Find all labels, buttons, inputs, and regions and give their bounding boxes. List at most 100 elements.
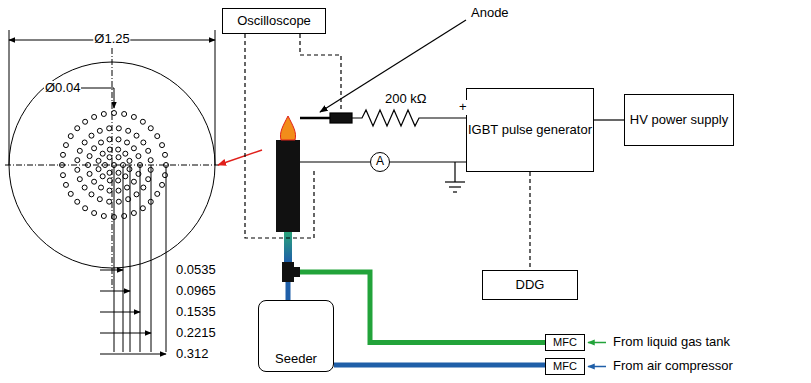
- ground-symbol: [445, 181, 465, 182]
- hole: [112, 111, 117, 116]
- ground-wire: [300, 161, 370, 162]
- hole: [127, 167, 132, 172]
- hole: [101, 214, 106, 219]
- hole: [68, 191, 73, 196]
- t-junction: [282, 262, 294, 282]
- hole: [148, 126, 153, 131]
- extension-line: [130, 165, 131, 352]
- hole: [101, 111, 106, 116]
- hole: [75, 167, 80, 172]
- burner-tube: [284, 232, 292, 262]
- hole: [131, 211, 136, 216]
- hole: [131, 146, 136, 151]
- hole: [141, 185, 146, 190]
- connector: [529, 172, 530, 270]
- ground-symbol: [449, 186, 461, 187]
- hole: [116, 188, 121, 193]
- hole: [163, 173, 168, 178]
- instrument-box: Oscilloscope: [222, 8, 326, 34]
- annotation-label: Ø1.25: [93, 32, 130, 47]
- extension-line: [166, 165, 167, 352]
- hole: [116, 178, 121, 183]
- dimension-line: [100, 333, 151, 334]
- node-text: MFC: [553, 360, 577, 373]
- hole: [134, 192, 139, 197]
- hole: [107, 126, 112, 131]
- hole: [146, 177, 151, 182]
- extension-line: [123, 165, 124, 352]
- hole: [99, 185, 104, 190]
- flow-controller-box: MFC: [545, 334, 585, 351]
- node-text: IGBT pulse generator: [468, 123, 592, 138]
- hole: [77, 148, 82, 153]
- hole: [123, 151, 128, 156]
- annotation-label: From liquid gas tank: [612, 335, 731, 350]
- hole: [146, 148, 151, 153]
- hole: [107, 188, 112, 193]
- hole: [75, 126, 80, 131]
- hole: [123, 174, 128, 179]
- annotation-label: Anode: [470, 6, 510, 21]
- pulse-generator-box: IGBT pulse generator: [466, 88, 594, 172]
- hole: [107, 170, 112, 175]
- hole: [140, 119, 145, 124]
- hole: [163, 152, 168, 157]
- annotation-label: 0.312: [175, 347, 210, 362]
- hole: [87, 171, 92, 176]
- hole: [125, 140, 130, 145]
- ammeter-symbol: A: [370, 152, 390, 172]
- hole: [116, 147, 121, 152]
- connector: [334, 363, 545, 368]
- hole: [82, 185, 87, 190]
- hole: [89, 192, 94, 197]
- radius-dimensions: [100, 165, 166, 354]
- hole: [100, 174, 105, 179]
- hole: [92, 211, 97, 216]
- hole: [148, 158, 153, 163]
- hole: [107, 137, 112, 142]
- connector: [390, 161, 466, 162]
- hole: [116, 137, 121, 142]
- annotation-label: 0.2215: [175, 326, 217, 341]
- hole: [116, 199, 121, 204]
- annotation-label: 0.0535: [175, 263, 217, 278]
- annotation-label: Ø0.04: [44, 81, 81, 96]
- ground-symbol: [454, 162, 455, 182]
- extension-line: [140, 165, 141, 352]
- node-text: Seeder: [275, 352, 317, 367]
- dimension-line: [100, 291, 130, 292]
- hole: [131, 114, 136, 119]
- extension-line: [114, 165, 115, 352]
- hole: [75, 158, 80, 163]
- hole: [96, 158, 101, 163]
- extension-line: [151, 165, 152, 352]
- delay-generator-box: DDG: [482, 270, 578, 300]
- extension-line: [215, 30, 216, 165]
- probe-line: [245, 34, 314, 238]
- node-text: A: [376, 155, 384, 169]
- node-text: Oscilloscope: [237, 14, 311, 29]
- hole: [155, 191, 160, 196]
- dimension-line: [100, 354, 166, 355]
- inlet-arrow: [588, 366, 606, 368]
- hole: [160, 143, 165, 148]
- inlet-arrow: [588, 342, 606, 344]
- hole: [60, 173, 65, 178]
- anode-rod: [300, 117, 330, 120]
- anode-leader: [320, 20, 466, 112]
- annotation-label: 0.0965: [175, 284, 217, 299]
- hole: [131, 179, 136, 184]
- hole: [83, 119, 88, 124]
- hole: [103, 163, 108, 168]
- burner-body: [276, 140, 300, 232]
- hole: [134, 133, 139, 138]
- hole: [77, 177, 82, 182]
- probe-line: [300, 34, 341, 110]
- hole: [127, 158, 132, 163]
- detail-arrow: [218, 150, 262, 165]
- hole: [75, 199, 80, 204]
- hole: [107, 147, 112, 152]
- hole: [89, 133, 94, 138]
